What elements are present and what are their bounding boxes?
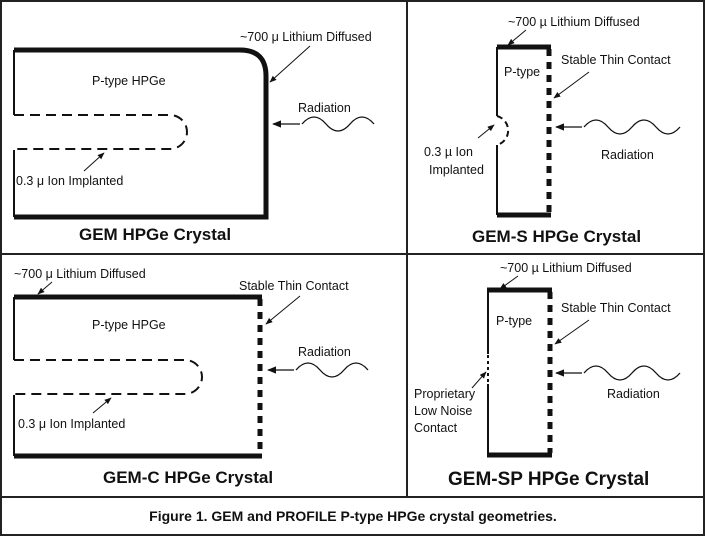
gem-sp-low-noise-arrow bbox=[471, 371, 487, 389]
gem-s-radiation-wave bbox=[583, 119, 681, 135]
gem-s-lithium-label: ~700 µ Lithium Diffused bbox=[508, 15, 640, 29]
gem-radiation-label: Radiation bbox=[298, 101, 351, 115]
gem-lithium-arrow bbox=[269, 45, 311, 83]
panel-gem-s: ~700 µ Lithium Diffused P-type Stable Th… bbox=[424, 15, 681, 246]
gem-lithium-label: ~700 μ Lithium Diffused bbox=[240, 30, 372, 44]
gem-c-radiation-wave bbox=[295, 362, 369, 378]
gem-c-ptype-label: P-type HPGe bbox=[92, 318, 166, 332]
gem-c-crystal bbox=[13, 294, 263, 459]
gem-s-ptype-label: P-type bbox=[504, 65, 540, 79]
gem-sp-radiation-wave bbox=[583, 365, 681, 381]
gem-s-contact-arrow bbox=[553, 71, 590, 99]
gem-c-contact-label: Stable Thin Contact bbox=[239, 279, 349, 293]
gem-c-contact-arrow bbox=[265, 295, 301, 325]
gem-c-panel-title: GEM-C HPGe Crystal bbox=[103, 468, 273, 487]
gem-sp-low-noise-label-line2: Low Noise bbox=[414, 404, 472, 418]
gem-ion-label: 0.3 μ Ion Implanted bbox=[16, 174, 123, 188]
gem-sp-ptype-label: P-type bbox=[496, 314, 532, 328]
panel-gem-c: ~700 μ Lithium Diffused P-type HPGe Stab… bbox=[13, 267, 369, 487]
gem-c-radiation-label: Radiation bbox=[298, 345, 351, 359]
panel-gem: ~700 μ Lithium Diffused P-type HPGe Radi… bbox=[13, 30, 375, 244]
gem-crystal bbox=[13, 47, 269, 220]
gem-c-ion-label: 0.3 μ Ion Implanted bbox=[18, 417, 125, 431]
panel-gem-sp: ~700 µ Lithium Diffused P-type Stable Th… bbox=[414, 261, 681, 490]
gem-c-ion-arrow bbox=[92, 397, 112, 414]
gem-sp-lithium-label: ~700 µ Lithium Diffused bbox=[500, 261, 632, 275]
gem-s-panel-title: GEM-S HPGe Crystal bbox=[472, 227, 641, 246]
gem-s-crystal bbox=[496, 44, 552, 218]
gem-s-ion-label-line1: 0.3 µ Ion bbox=[424, 145, 473, 159]
gem-c-lithium-label: ~700 μ Lithium Diffused bbox=[14, 267, 146, 281]
gem-sp-panel-title: GEM-SP HPGe Crystal bbox=[448, 469, 649, 490]
gem-s-lithium-arrow bbox=[507, 29, 527, 46]
gem-ptype-label: P-type HPGe bbox=[92, 74, 166, 88]
gem-sp-low-noise-label-line3: Contact bbox=[414, 421, 458, 435]
gem-sp-radiation-label: Radiation bbox=[607, 387, 660, 401]
gem-s-contact-label: Stable Thin Contact bbox=[561, 53, 671, 67]
gem-sp-crystal bbox=[487, 287, 553, 458]
gem-c-lithium-arrow bbox=[37, 281, 53, 295]
gem-radiation-wave bbox=[301, 116, 375, 132]
gem-sp-contact-arrow bbox=[554, 319, 590, 345]
gem-sp-lithium-arrow bbox=[499, 275, 519, 290]
gem-ion-arrow bbox=[83, 152, 105, 172]
gem-s-ion-arrow bbox=[477, 124, 495, 139]
gem-s-ion-label-line2: Implanted bbox=[429, 163, 484, 177]
gem-sp-low-noise-label-line1: Proprietary bbox=[414, 387, 476, 401]
gem-sp-contact-label: Stable Thin Contact bbox=[561, 301, 671, 315]
figure-caption: Figure 1. GEM and PROFILE P-type HPGe cr… bbox=[149, 508, 557, 524]
gem-s-radiation-label: Radiation bbox=[601, 148, 654, 162]
gem-panel-title: GEM HPGe Crystal bbox=[79, 225, 231, 244]
